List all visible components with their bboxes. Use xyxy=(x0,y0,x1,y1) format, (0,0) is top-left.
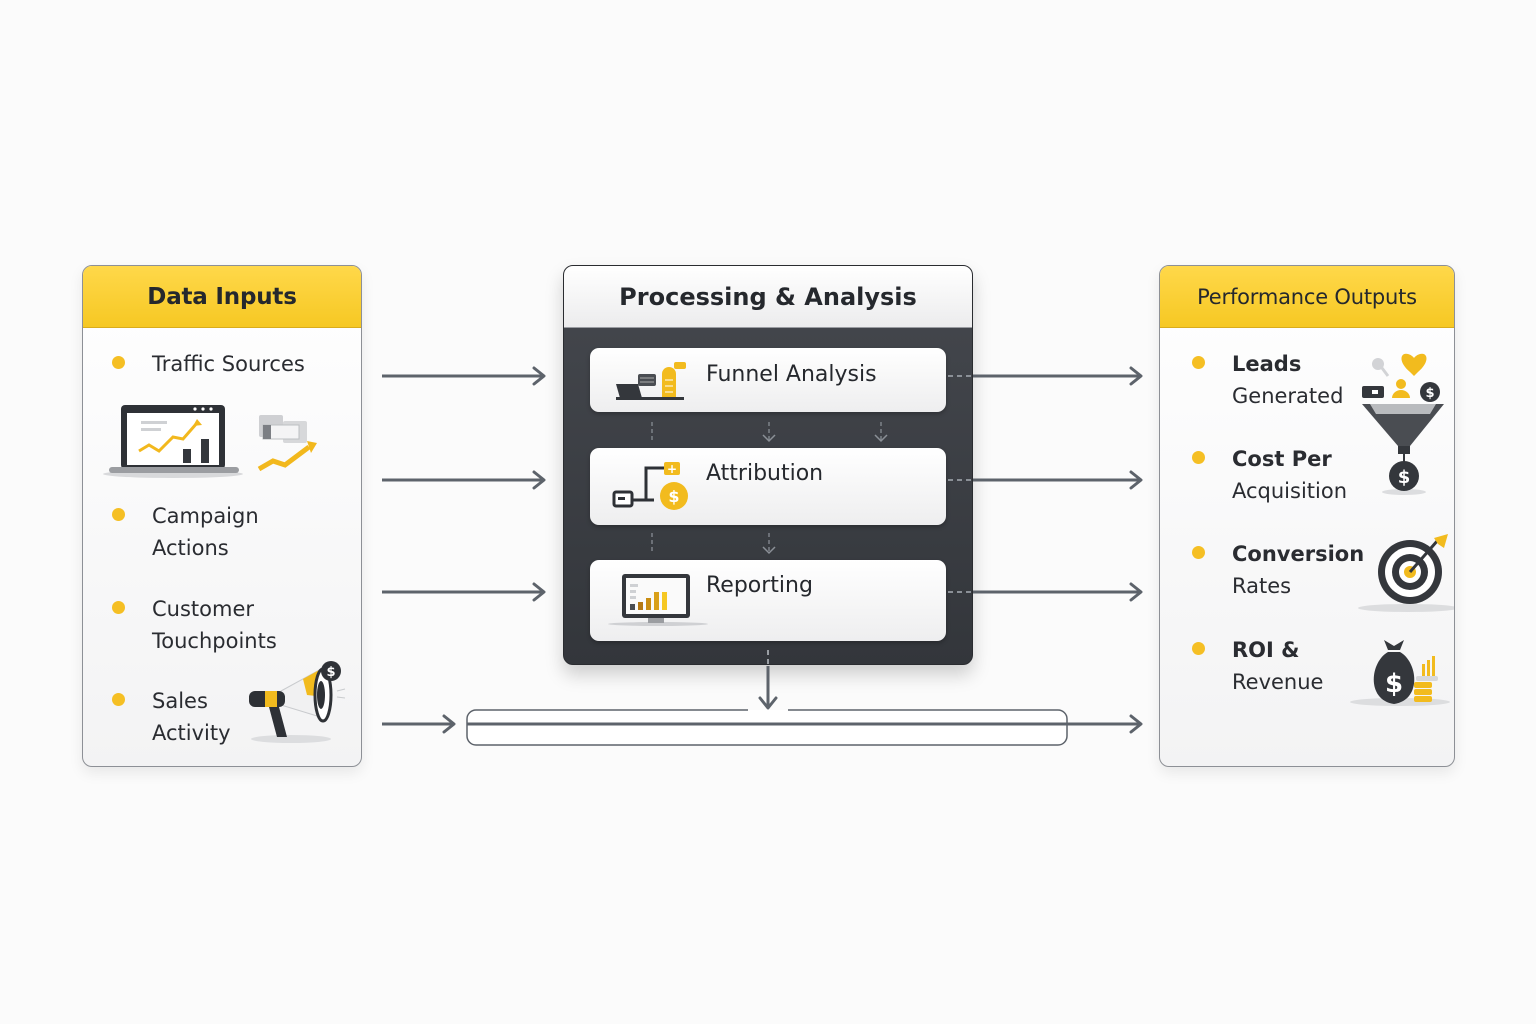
input-item-label: Customer Touchpoints xyxy=(152,597,277,653)
target-arrow-icon xyxy=(1358,534,1454,612)
monitor-bar-chart-icon xyxy=(608,574,708,626)
input-item-traffic-sources: Traffic Sources xyxy=(112,348,305,380)
svg-text:$: $ xyxy=(668,487,679,506)
step-label: Reporting xyxy=(706,573,813,598)
output-item-label: Leads Generated xyxy=(1232,352,1344,408)
input-item-campaign-actions: Campaign Actions xyxy=(112,500,259,564)
laptop-growth-chart-icon xyxy=(103,405,317,478)
bullet-dot xyxy=(1192,356,1205,369)
bullet-dot xyxy=(1192,546,1205,559)
lead-funnel-icon: $ $ xyxy=(1362,353,1444,495)
performance-outputs-header: Performance Outputs xyxy=(1160,266,1454,328)
output-item-label: ROI & Revenue xyxy=(1232,638,1324,694)
svg-text:$: $ xyxy=(326,665,335,680)
performance-outputs-panel: Performance Outputs Leads Generated Cost… xyxy=(1159,265,1455,767)
processing-header: Processing & Analysis xyxy=(564,266,972,328)
svg-text:+: + xyxy=(667,462,677,476)
megaphone-dollar-icon: $ xyxy=(249,661,346,743)
output-item-cost-per-acquisition: Cost Per Acquisition xyxy=(1192,443,1347,507)
bottom-data-bus xyxy=(466,709,1068,746)
output-item-leads-generated: Leads Generated xyxy=(1192,348,1343,412)
output-item-label: Conversion Rates xyxy=(1232,542,1365,598)
input-item-customer-touchpoints: Customer Touchpoints xyxy=(112,593,277,657)
processing-panel: Processing & Analysis Funnel Analysis + … xyxy=(563,265,973,665)
data-inputs-header: Data Inputs xyxy=(83,266,361,328)
step-reporting[interactable]: Reporting xyxy=(590,560,946,641)
step-label: Attribution xyxy=(706,461,824,486)
input-item-label: Campaign Actions xyxy=(152,504,259,560)
processing-title: Processing & Analysis xyxy=(619,282,917,311)
bullet-dot xyxy=(1192,451,1205,464)
output-item-label: Cost Per Acquisition xyxy=(1232,447,1348,503)
bullet-dot xyxy=(112,508,125,521)
svg-text:$: $ xyxy=(1425,386,1434,401)
step-attribution[interactable]: + $ Attribution xyxy=(590,448,946,525)
funnel-analysis-icon xyxy=(616,362,686,400)
output-item-conversion-rates: Conversion Rates xyxy=(1192,538,1364,602)
attribution-dollar-icon: + $ xyxy=(612,462,688,510)
input-item-label: Traffic Sources xyxy=(152,352,305,376)
bullet-dot xyxy=(1192,642,1205,655)
input-item-sales-activity: Sales Activity xyxy=(112,685,231,749)
data-inputs-title: Data Inputs xyxy=(147,283,297,310)
bullet-dot xyxy=(112,356,125,369)
data-inputs-panel: Data Inputs Traffic Sources Campaign Act… xyxy=(82,265,362,767)
step-funnel-analysis[interactable]: Funnel Analysis xyxy=(590,348,946,412)
money-bag-icon: $ xyxy=(1350,640,1450,706)
output-item-roi-revenue: ROI & Revenue xyxy=(1192,634,1323,698)
svg-text:$: $ xyxy=(1385,669,1403,699)
step-label: Funnel Analysis xyxy=(706,362,877,387)
bullet-dot xyxy=(112,693,125,706)
svg-text:$: $ xyxy=(1398,467,1411,488)
bullet-dot xyxy=(112,601,125,614)
performance-outputs-title: Performance Outputs xyxy=(1197,284,1417,309)
input-item-label: Sales Activity xyxy=(152,689,231,745)
